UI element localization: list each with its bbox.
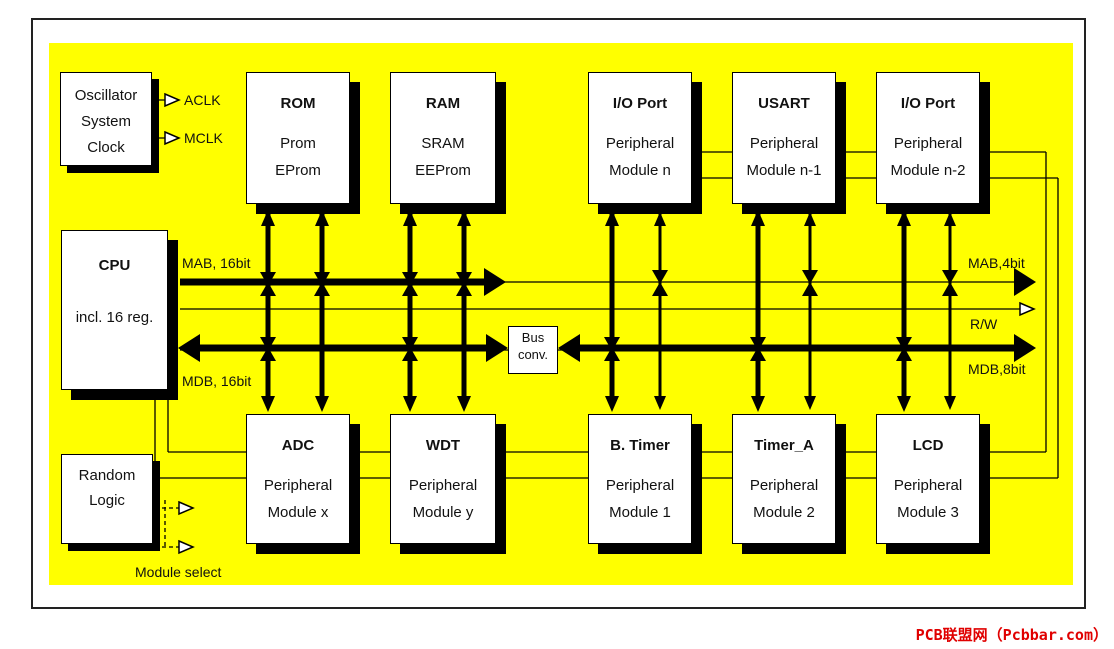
io-port-n2-module: I/O Port Peripheral Module n-2	[876, 72, 980, 204]
cpu-detail: incl. 16 reg.	[75, 309, 154, 326]
oscillator-line2: System	[80, 113, 131, 130]
usart-module: USART Peripheral Module n-1	[732, 72, 836, 204]
module-line2: EProm	[275, 162, 321, 179]
module-line1: Peripheral	[749, 135, 819, 152]
module-line2: Module 2	[753, 504, 815, 521]
module-line1: Peripheral	[893, 477, 963, 494]
module-line2: Module 3	[897, 504, 959, 521]
io-port-n-module: I/O Port Peripheral Module n	[588, 72, 692, 204]
module-line2: Module n	[609, 162, 671, 179]
module-line2: Module n-2	[890, 162, 966, 179]
random-logic-block: Random Logic	[61, 454, 153, 544]
mclk-label: MCLK	[184, 130, 223, 146]
module-title: Timer_A	[754, 437, 814, 454]
module-line1: SRAM	[421, 135, 465, 152]
bus-conv-line2: conv.	[517, 347, 549, 362]
random-logic-line2: Logic	[89, 492, 125, 509]
module-title: I/O Port	[612, 95, 668, 112]
bus-converter: Bus conv.	[508, 326, 558, 374]
module-line2: Module x	[267, 504, 329, 521]
module-line2: Module 1	[609, 504, 671, 521]
module-title: WDT	[425, 437, 461, 454]
module-title: ROM	[280, 95, 316, 112]
module-line1: Peripheral	[408, 477, 478, 494]
timer-a-module: Timer_A Peripheral Module 2	[732, 414, 836, 544]
oscillator-line3: Clock	[87, 139, 125, 156]
mdb-16bit-label: MDB, 16bit	[182, 373, 252, 389]
module-select-label: Module select	[135, 564, 222, 580]
mab-4bit-label: MAB,4bit	[968, 255, 1025, 271]
module-line2: Module y	[412, 504, 474, 521]
module-line1: Peripheral	[605, 477, 675, 494]
oscillator-line1: Oscillator	[74, 87, 138, 104]
adc-module: ADC Peripheral Module x	[246, 414, 350, 544]
module-line2: Module n-1	[746, 162, 822, 179]
module-line1: Prom	[280, 135, 316, 152]
cpu-block: CPU incl. 16 reg.	[61, 230, 168, 390]
module-title: B. Timer	[610, 437, 670, 454]
module-title: USART	[758, 95, 810, 112]
module-line1: Peripheral	[263, 477, 333, 494]
module-line1: Peripheral	[605, 135, 675, 152]
rw-label: R/W	[970, 316, 998, 332]
module-line1: Peripheral	[749, 477, 819, 494]
random-logic-line1: Random	[78, 467, 136, 484]
lcd-module: LCD Peripheral Module 3	[876, 414, 980, 544]
module-title: RAM	[425, 95, 461, 112]
mab-16bit-label: MAB, 16bit	[182, 255, 251, 271]
wdt-module: WDT Peripheral Module y	[390, 414, 496, 544]
module-line2: EEProm	[415, 162, 471, 179]
module-title: ADC	[281, 437, 315, 454]
aclk-label: ACLK	[184, 92, 221, 108]
rom-module: ROM Prom EProm	[246, 72, 350, 204]
module-line1: Peripheral	[893, 135, 963, 152]
module-title: LCD	[912, 437, 944, 454]
bus-conv-line1: Bus	[521, 330, 545, 345]
basic-timer-module: B. Timer Peripheral Module 1	[588, 414, 692, 544]
mdb-8bit-label: MDB,8bit	[968, 361, 1026, 377]
watermark-text: PCB联盟网（Pcbbar.com）	[915, 626, 1108, 644]
oscillator-block: Oscillator System Clock	[60, 72, 152, 166]
module-title: I/O Port	[900, 95, 956, 112]
ram-module: RAM SRAM EEProm	[390, 72, 496, 204]
cpu-title: CPU	[98, 257, 131, 274]
